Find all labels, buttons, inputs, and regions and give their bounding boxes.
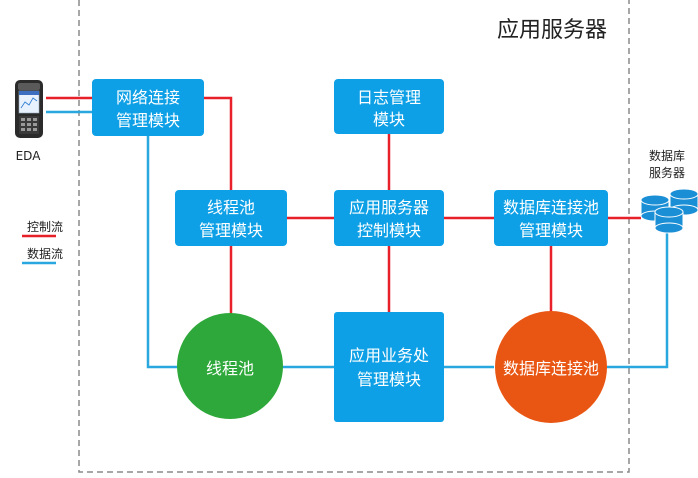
- server-control-line2: 控制模块: [357, 221, 421, 240]
- control-line-network-thread: [204, 96, 233, 190]
- thread-pool-manager-line1: 线程池: [207, 198, 255, 217]
- log-module-box: 日志管理 模块: [334, 79, 444, 134]
- business-module-line2: 管理模块: [357, 370, 421, 389]
- server-control-box: 应用服务器 控制模块: [334, 190, 444, 246]
- thread-pool-manager-line2: 管理模块: [199, 221, 263, 240]
- db-pool-manager-line2: 管理模块: [519, 221, 583, 240]
- thread-pool-circle: 线程池: [177, 313, 283, 419]
- log-module-line1: 日志管理: [357, 88, 421, 107]
- app-server-frame: [78, 0, 630, 473]
- app-server-title: 应用服务器: [497, 18, 607, 43]
- legend-control-label: 控制流: [27, 220, 63, 234]
- network-module-line1: 网络连接: [116, 88, 180, 107]
- thread-pool-manager-box: 线程池 管理模块: [175, 190, 287, 246]
- database-server-icon: [640, 188, 698, 234]
- eda-device-icon: [15, 80, 43, 138]
- log-module-line2: 模块: [373, 110, 405, 129]
- database-label-line2: 服务器: [649, 165, 685, 180]
- network-module-line2: 管理模块: [116, 111, 180, 130]
- control-flow-lines: [46, 96, 641, 316]
- db-pool-manager-line1: 数据库连接池: [503, 198, 599, 217]
- database-label-line1: 数据库: [649, 148, 685, 163]
- legend: 控制流 数据流: [22, 220, 63, 265]
- db-pool-circle: 数据库连接池: [495, 311, 607, 423]
- server-control-line1: 应用服务器: [349, 198, 429, 217]
- db-pool-label: 数据库连接池: [503, 359, 599, 378]
- legend-data-label: 数据流: [27, 246, 63, 261]
- data-line-dbpool-database: [606, 228, 669, 369]
- thread-pool-label: 线程池: [206, 359, 254, 378]
- eda-label: EDA: [16, 149, 42, 163]
- db-pool-manager-box: 数据库连接池 管理模块: [494, 190, 608, 246]
- network-module-box: 网络连接 管理模块: [92, 79, 204, 136]
- business-module-box: 应用业务处 管理模块: [334, 312, 444, 422]
- business-module-line1: 应用业务处: [349, 346, 429, 365]
